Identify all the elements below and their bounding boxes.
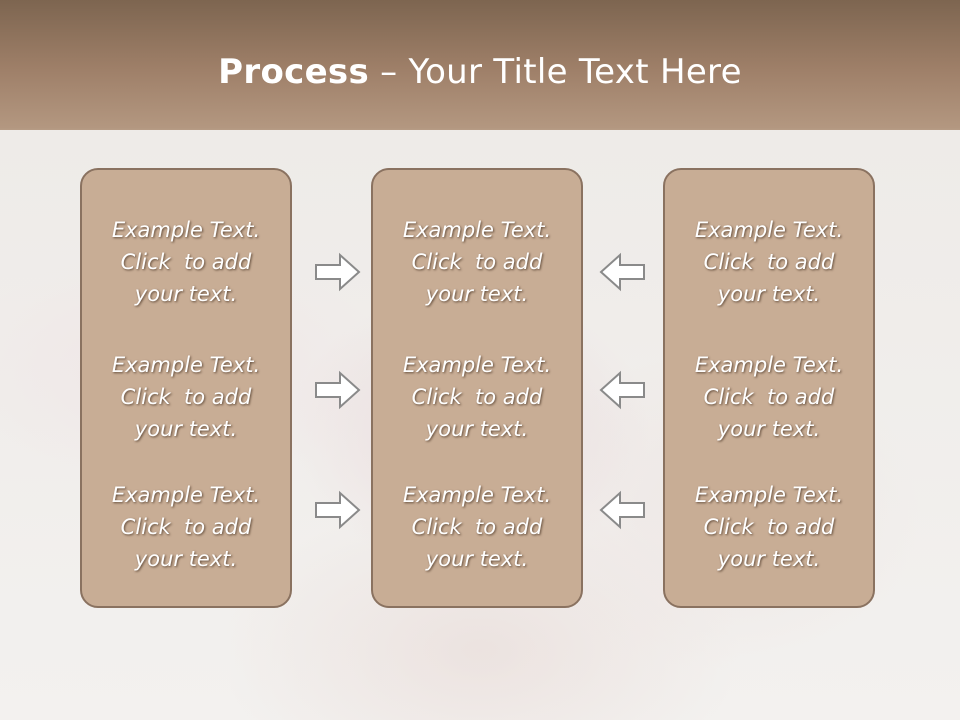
- text-placeholder[interactable]: Example Text. Click to add your text.: [373, 479, 581, 575]
- text-line: your text.: [717, 547, 821, 571]
- left-arrow-icon[interactable]: [598, 490, 646, 530]
- text-line: Example Text.: [111, 218, 261, 242]
- text-line: your text.: [717, 282, 821, 306]
- text-line: Example Text.: [402, 353, 552, 377]
- text-line: your text.: [425, 547, 529, 571]
- slide-title[interactable]: Process – Your Title Text Here: [0, 52, 960, 92]
- text-placeholder[interactable]: Example Text. Click to add your text.: [373, 214, 581, 310]
- text-line: Example Text.: [694, 218, 844, 242]
- left-arrow-icon[interactable]: [598, 252, 646, 292]
- text-placeholder[interactable]: Example Text. Click to add your text.: [82, 479, 290, 575]
- text-line: your text.: [425, 417, 529, 441]
- right-arrow-icon[interactable]: [314, 252, 362, 292]
- text-placeholder[interactable]: Example Text. Click to add your text.: [665, 479, 873, 575]
- text-placeholder[interactable]: Example Text. Click to add your text.: [373, 349, 581, 445]
- text-line: Example Text.: [402, 218, 552, 242]
- right-arrow-icon[interactable]: [314, 490, 362, 530]
- text-line: Example Text.: [111, 353, 261, 377]
- title-rest: – Your Title Text Here: [369, 52, 742, 92]
- left-arrow-icon[interactable]: [598, 370, 646, 410]
- text-line: Click to add: [120, 385, 252, 409]
- process-box-right[interactable]: Example Text. Click to add your text. Ex…: [663, 168, 875, 608]
- text-line: Click to add: [411, 515, 543, 539]
- text-line: Click to add: [411, 385, 543, 409]
- title-bold: Process: [218, 52, 370, 92]
- text-line: Example Text.: [111, 483, 261, 507]
- text-placeholder[interactable]: Example Text. Click to add your text.: [665, 214, 873, 310]
- text-line: your text.: [717, 417, 821, 441]
- text-line: Click to add: [411, 250, 543, 274]
- text-placeholder[interactable]: Example Text. Click to add your text.: [665, 349, 873, 445]
- text-line: Click to add: [120, 515, 252, 539]
- process-box-middle[interactable]: Example Text. Click to add your text. Ex…: [371, 168, 583, 608]
- text-line: your text.: [134, 547, 238, 571]
- right-arrow-icon[interactable]: [314, 370, 362, 410]
- text-line: your text.: [134, 282, 238, 306]
- text-line: Click to add: [703, 385, 835, 409]
- text-line: Example Text.: [402, 483, 552, 507]
- text-line: Example Text.: [694, 483, 844, 507]
- text-line: Click to add: [703, 515, 835, 539]
- text-line: your text.: [134, 417, 238, 441]
- text-line: Click to add: [703, 250, 835, 274]
- text-placeholder[interactable]: Example Text. Click to add your text.: [82, 349, 290, 445]
- text-line: Example Text.: [694, 353, 844, 377]
- text-line: your text.: [425, 282, 529, 306]
- process-box-left[interactable]: Example Text. Click to add your text. Ex…: [80, 168, 292, 608]
- text-line: Click to add: [120, 250, 252, 274]
- text-placeholder[interactable]: Example Text. Click to add your text.: [82, 214, 290, 310]
